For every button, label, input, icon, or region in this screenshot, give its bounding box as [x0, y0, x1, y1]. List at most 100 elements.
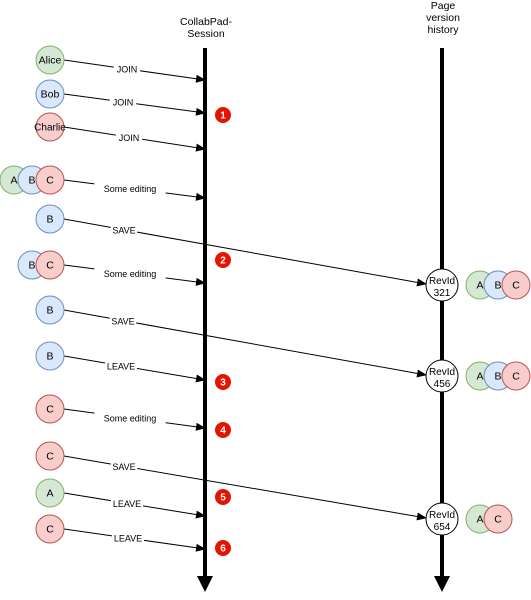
message-label-bg	[115, 131, 143, 144]
message-label: SAVE	[111, 316, 134, 326]
participant-label: Bob	[41, 89, 60, 101]
message-label: LEAVE	[114, 534, 142, 544]
participant-circle	[501, 270, 531, 300]
participant-c: C	[35, 165, 65, 195]
revision-id-value: 321	[434, 288, 451, 299]
step-marker-circle	[215, 252, 231, 268]
participant-label: Charlie	[34, 123, 66, 134]
step-marker-circle	[215, 489, 231, 505]
message-label-bg	[110, 224, 138, 237]
participant-label: C	[512, 371, 520, 383]
participant-label: C	[46, 175, 54, 187]
participant-b: B	[35, 341, 65, 371]
participant-label: B	[46, 214, 53, 226]
participant-circle	[35, 45, 65, 75]
participant-label: C	[46, 404, 54, 416]
history-title-line3: history	[427, 24, 459, 36]
message-label-bg	[94, 267, 166, 280]
revision-circle	[425, 359, 459, 393]
step-marker-label: 3	[220, 378, 226, 389]
participant-bob: Bob	[35, 79, 65, 109]
message-label: LEAVE	[113, 499, 141, 509]
participant-alice: Alice	[35, 45, 65, 75]
message-label-bg	[94, 412, 166, 425]
step-marker-6: 6	[215, 540, 231, 556]
step-marker-circle	[215, 374, 231, 390]
participant-circle	[35, 394, 65, 424]
message-label: LEAVE	[107, 361, 135, 371]
revision-id-value: 456	[434, 379, 451, 390]
message-label: Some editing	[104, 269, 157, 279]
history-lane-title: Page version history	[403, 0, 483, 36]
participant-circle	[35, 441, 65, 471]
participant-circle	[35, 514, 65, 544]
revision-id-value: 654	[434, 522, 451, 533]
participant-c: C	[35, 441, 65, 471]
step-marker-label: 1	[220, 111, 226, 122]
step-marker-4: 4	[215, 422, 231, 438]
participant-label: A	[10, 175, 17, 187]
participant-circle	[35, 165, 65, 195]
message-label: Some editing	[104, 414, 157, 424]
participant-circle	[35, 250, 65, 280]
step-marker-3: 3	[215, 374, 231, 390]
participant-label: B	[46, 305, 53, 317]
message-label-bg	[94, 182, 166, 195]
participant-label: A	[476, 514, 483, 526]
message-label-bg	[112, 532, 144, 545]
participant-label: C	[512, 280, 520, 292]
participant-label: C	[46, 260, 54, 272]
message-label-bg	[110, 460, 138, 473]
session-lifeline-arrowhead	[197, 576, 213, 592]
session-title-line1: CollabPad-	[180, 16, 232, 28]
step-marker-label: 5	[220, 493, 226, 504]
participant-label: B	[46, 351, 53, 363]
participant-circle	[35, 295, 65, 325]
message-label-bg	[111, 497, 143, 510]
participant-label: A	[476, 280, 483, 292]
revision-circle	[425, 268, 459, 302]
step-marker-5: 5	[215, 489, 231, 505]
step-marker-1: 1	[215, 107, 231, 123]
participant-label: A	[476, 371, 483, 383]
participant-a: A	[35, 478, 65, 508]
participant-circle	[35, 204, 65, 234]
history-title-line1: Page	[430, 0, 456, 12]
step-marker-label: 2	[220, 256, 226, 267]
participant-circle	[35, 79, 65, 109]
participant-charlie: Charlie	[34, 112, 66, 142]
participant-circle	[501, 361, 531, 391]
participant-c: C	[35, 250, 65, 280]
message-label: JOIN	[113, 98, 134, 108]
participant-label: C	[494, 514, 502, 526]
message-label: JOIN	[119, 133, 140, 143]
session-title-line2: Session	[187, 28, 225, 40]
revision-id-label: RevId	[429, 510, 455, 521]
message-label: Some editing	[104, 184, 157, 194]
participant-label: C	[46, 451, 54, 463]
message-label-bg	[109, 314, 137, 327]
step-marker-circle	[215, 540, 231, 556]
participant-label: B	[494, 280, 501, 292]
revision-circle	[425, 502, 459, 536]
step-marker-2: 2	[215, 252, 231, 268]
message-label: SAVE	[112, 462, 135, 472]
revision-id-label: RevId	[429, 276, 455, 287]
participant-circle	[35, 478, 65, 508]
history-title-line2: version	[426, 12, 460, 24]
step-marker-circle	[215, 107, 231, 123]
participant-c: C	[501, 270, 531, 300]
message-label-bg	[109, 96, 137, 109]
participant-c: C	[35, 514, 65, 544]
participant-b: B	[35, 204, 65, 234]
message-label: SAVE	[112, 226, 135, 236]
participant-label: B	[28, 175, 35, 187]
participant-c: C	[483, 504, 513, 534]
participant-circle	[35, 341, 65, 371]
step-marker-label: 6	[220, 544, 226, 555]
message-label: JOIN	[117, 65, 138, 75]
